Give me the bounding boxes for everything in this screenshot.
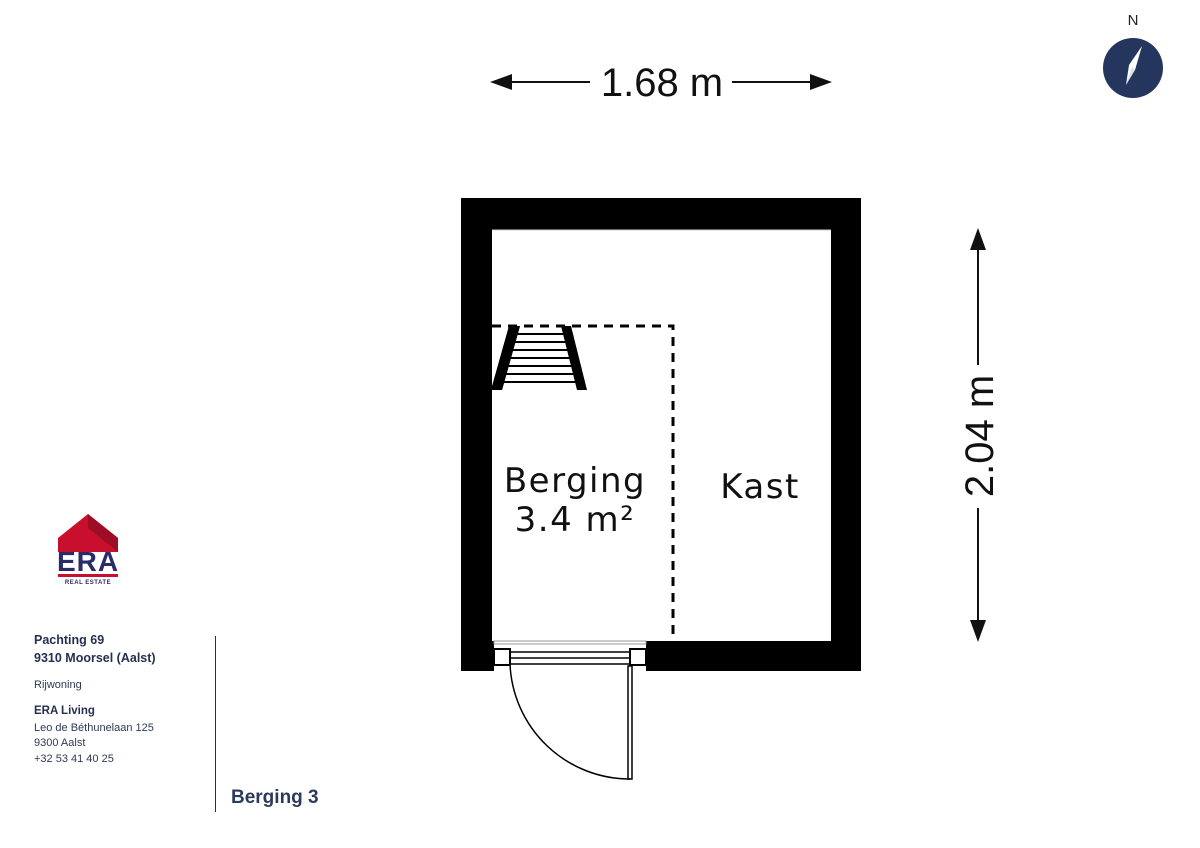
room-area-berging: 3.4 m² <box>515 500 636 540</box>
compass-north-label: N <box>1127 12 1139 29</box>
logo-subtext: REAL ESTATE <box>64 580 112 586</box>
height-label: 2.04 m <box>958 375 1002 497</box>
floor-title: Berging 3 <box>231 787 319 808</box>
compass-icon <box>1103 38 1163 98</box>
walls <box>461 198 861 671</box>
property-address-line1: Pachting 69 <box>34 633 105 647</box>
logo-wordmark: ERA <box>56 546 120 577</box>
property-address-line2: 9310 Moorsel (Aalst) <box>34 651 156 665</box>
agency-street: Leo de Béthunelaan 125 <box>34 722 154 734</box>
height-dimension: 2.04 m <box>958 228 1002 642</box>
door-icon <box>493 640 647 780</box>
cabinet-outline <box>492 324 675 641</box>
agency-city: 9300 Aalst <box>34 737 86 749</box>
divider <box>215 636 216 812</box>
room-label-berging: Berging <box>504 461 646 501</box>
ladder-icon <box>491 326 587 390</box>
agency-phone: +32 53 41 40 25 <box>34 753 114 765</box>
width-dimension: 1.68 m <box>490 61 832 105</box>
room-label-kast: Kast <box>720 467 800 507</box>
width-label: 1.68 m <box>601 61 723 105</box>
era-logo <box>58 514 118 577</box>
agency-name: ERA Living <box>34 705 95 717</box>
property-type: Rijwoning <box>34 679 82 691</box>
